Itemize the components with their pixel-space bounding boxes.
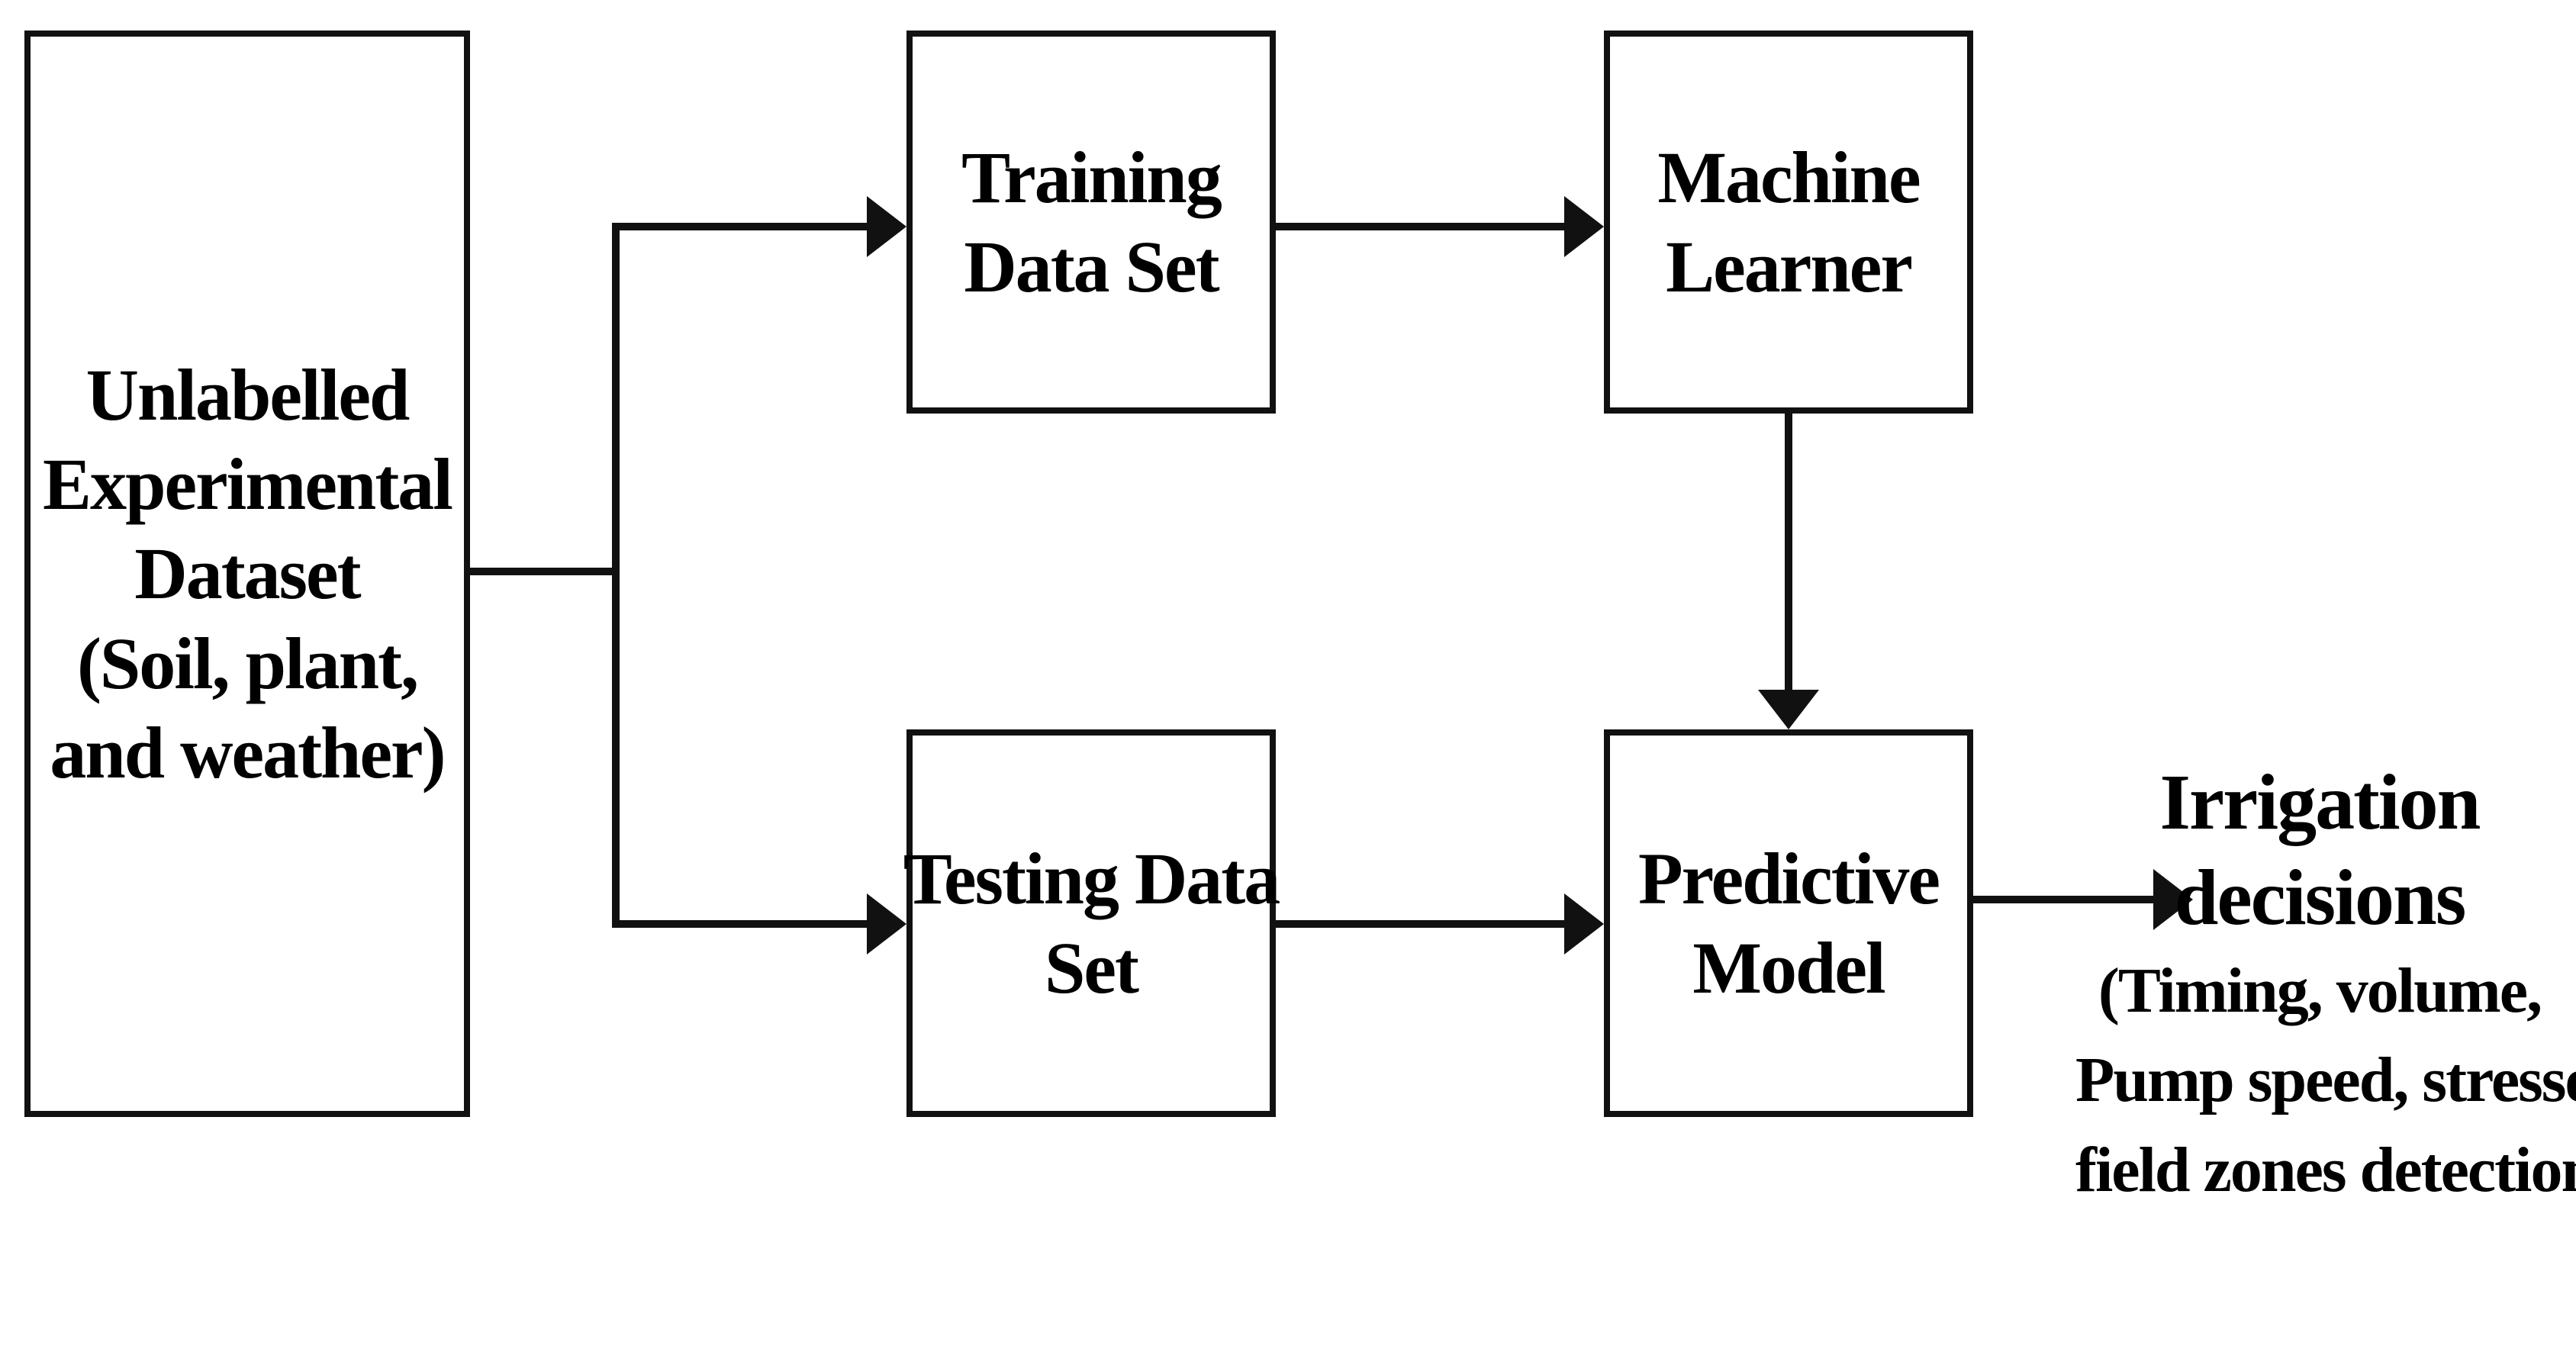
testing-arrowhead	[867, 893, 906, 954]
machine-learner-box: Machine Learner	[1604, 31, 1973, 414]
dataset-sub-line-1: (Soil, plant,	[76, 622, 419, 704]
output-detail-line-1: (Timing, volume,	[2098, 954, 2542, 1026]
model-top-arrowhead	[1758, 690, 1819, 729]
predictive-model-box: Predictive Model	[1604, 729, 1973, 1117]
training-to-learner-connector	[1276, 223, 1564, 230]
dataset-sub-line-2: and weather)	[50, 711, 446, 793]
irrigation-decisions-output: Irrigation decisions (Timing, volume, Pu…	[2075, 755, 2576, 1215]
testing-label-line-1: Testing Data	[903, 837, 1281, 919]
dataset-label-line-1: Unlabelled	[85, 354, 411, 436]
learner-to-model-connector	[1785, 414, 1792, 690]
model-label-line-2: Model	[1692, 927, 1885, 1009]
output-title-line-1: Irrigation	[2159, 758, 2481, 846]
output-arrowhead	[2153, 869, 2193, 930]
testing-label-line-2: Set	[1045, 927, 1139, 1009]
output-detail-line-3: field zones detection)	[2075, 1134, 2576, 1206]
dataset-label-line-3: Dataset	[134, 533, 361, 615]
testing-to-model-connector	[1276, 920, 1564, 928]
training-label-line-2: Data Set	[964, 226, 1219, 307]
branch-vertical-connector	[612, 223, 620, 928]
learner-label-line-2: Learner	[1666, 226, 1913, 307]
output-title-line-2: decisions	[2174, 853, 2467, 942]
learner-label-line-1: Machine	[1657, 136, 1921, 218]
unlabelled-dataset-box: Unlabelled Experimental Dataset (Soil, p…	[24, 31, 470, 1117]
training-data-set-box: Training Data Set	[906, 31, 1276, 414]
output-detail-line-2: Pump speed, stressed	[2075, 1045, 2576, 1116]
dataset-out-connector	[470, 568, 620, 575]
branch-to-training-connector	[612, 223, 867, 230]
training-arrowhead	[867, 196, 906, 257]
model-to-output-connector	[1973, 896, 2153, 903]
branch-to-testing-connector	[612, 920, 867, 928]
testing-data-set-box: Testing Data Set	[903, 729, 1280, 1117]
training-label-line-1: Training	[961, 136, 1222, 218]
model-input-arrowhead	[1564, 893, 1604, 954]
model-label-line-1: Predictive	[1637, 837, 1940, 919]
dataset-label-line-2: Experimental	[43, 443, 453, 526]
learner-arrowhead	[1564, 196, 1604, 257]
